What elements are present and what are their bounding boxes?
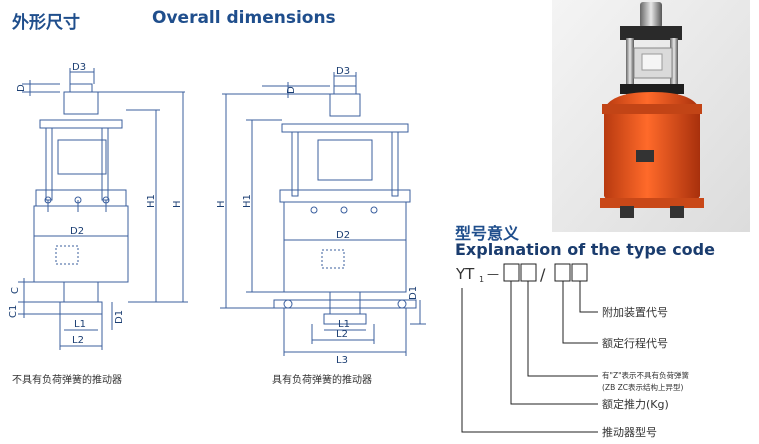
- right-label-h: H: [216, 200, 227, 208]
- type-subscript: 1: [479, 275, 484, 284]
- title-cn: 外形尺寸: [12, 13, 80, 33]
- left-label-l2: L2: [72, 335, 84, 346]
- type-item-stroke: 额定行程代号: [602, 336, 668, 350]
- type-item-attachment: 附加装置代号: [602, 305, 668, 319]
- right-label-d: D: [286, 86, 297, 94]
- left-label-d3: D3: [72, 62, 86, 73]
- right-label-d3: D3: [336, 66, 350, 77]
- type-slash: /: [540, 265, 546, 284]
- right-actuator-outline: [273, 85, 417, 325]
- type-item-thrust: 额定推力(Kg): [602, 397, 669, 411]
- type-item-z-note: 有"Z"表示不具有负荷弹簧: [602, 370, 690, 380]
- left-caption: 不具有负荷弹簧的推动器: [12, 375, 122, 386]
- right-label-d2: D2: [336, 230, 350, 241]
- right-label-d1: D1: [408, 286, 419, 300]
- type-prefix: YT: [455, 265, 475, 283]
- left-actuator-outline: [33, 83, 129, 315]
- left-label-c1: C1: [8, 305, 19, 318]
- type-code-title-cn: 型号意义: [455, 224, 520, 243]
- type-item-zbzc-note: (ZB ZC表示结构上异型): [602, 382, 683, 392]
- left-label-d2: D2: [70, 226, 84, 237]
- left-label-h: H: [172, 200, 183, 208]
- right-label-l2: L2: [336, 329, 348, 340]
- left-label-d1: D1: [114, 310, 125, 324]
- left-label-d: D: [16, 84, 27, 92]
- left-label-h1: H1: [146, 194, 157, 208]
- right-label-h1: H1: [242, 194, 253, 208]
- right-caption: 具有负荷弹簧的推动器: [272, 375, 372, 386]
- type-dash: —: [487, 267, 499, 281]
- title-en: Overall dimensions: [152, 8, 336, 28]
- left-label-c: C: [10, 287, 21, 294]
- type-item-model: 推动器型号: [602, 425, 657, 439]
- right-label-l1: L1: [338, 319, 350, 330]
- right-label-l3: L3: [336, 355, 348, 366]
- left-label-l1: L1: [74, 319, 86, 330]
- type-code-leaders: [461, 263, 598, 433]
- type-code-title-en: Explanation of the type code: [455, 240, 715, 259]
